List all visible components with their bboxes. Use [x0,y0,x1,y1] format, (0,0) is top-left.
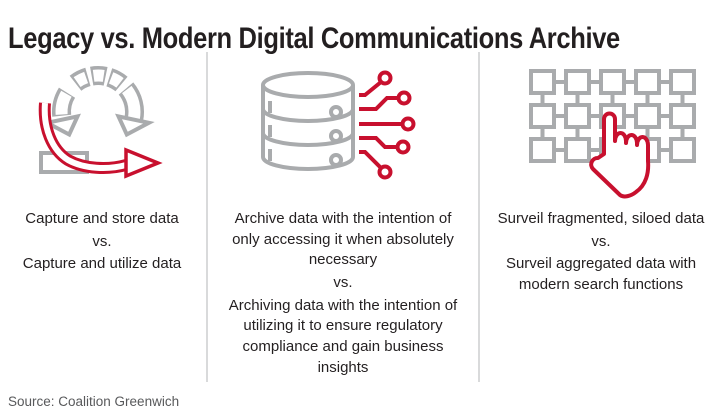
modern-statement: Archiving data with the intention of uti… [228,296,458,376]
legacy-statement: Archive data with the intention of only … [232,210,454,269]
modern-statement: Capture and utilize data [22,255,182,273]
modern-statement: Surveil aggregated data with modern sear… [505,255,697,294]
column-text-capture: Capture and store data vs. Capture and u… [0,209,204,277]
grid-hand-icon [500,55,700,205]
column-divider [206,52,208,382]
database-network-icon [250,55,430,205]
page-title: Legacy vs. Modern Digital Communications… [8,22,620,56]
vs-label: vs. [333,274,353,292]
vs-label: vs. [591,232,611,250]
source-note: Source: Coalition Greenwich [8,394,180,409]
legacy-statement: Surveil fragmented, siloed data [497,210,705,227]
column-divider [478,52,480,382]
legacy-statement: Capture and store data [25,210,179,227]
column-text-archive: Archive data with the intention of only … [223,209,463,381]
column-text-surveil: Surveil fragmented, siloed data vs. Surv… [488,209,714,298]
cycle-arrow-icon [20,55,200,205]
vs-label: vs. [92,232,112,250]
